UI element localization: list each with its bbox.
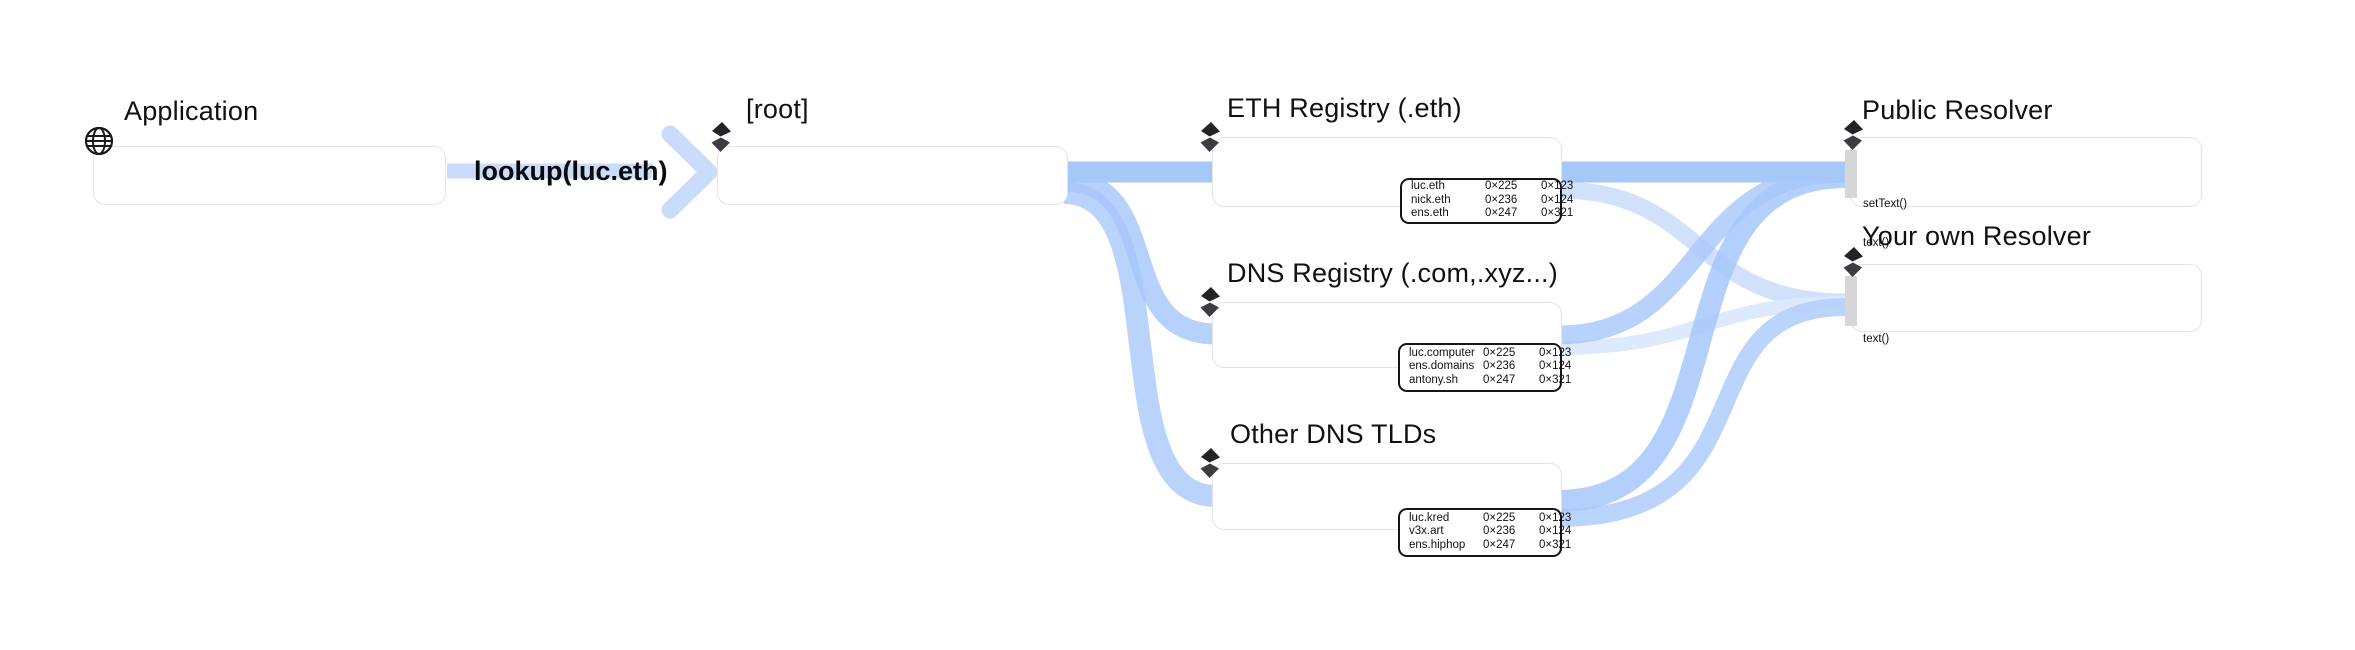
your-own-resolver-port xyxy=(1845,276,1857,326)
table-cell: 0×236 xyxy=(1483,360,1516,373)
lookup-edge-label: lookup(luc.eth) xyxy=(474,156,668,186)
application-node[interactable] xyxy=(93,146,446,205)
ens-logo-icon xyxy=(1843,120,1863,150)
table-cell: 0×247 xyxy=(1485,207,1518,220)
application-node-title: Application xyxy=(124,96,259,126)
table-cell: 0×236 xyxy=(1483,525,1516,538)
ens-logo-icon xyxy=(1843,247,1863,277)
table-cell: 0×123 xyxy=(1539,511,1572,524)
table-cell: 0×247 xyxy=(1483,373,1516,386)
table-cell: 0×124 xyxy=(1539,360,1572,373)
table-cell: 0×123 xyxy=(1541,180,1574,193)
flow-edge-root-dns xyxy=(1063,170,1217,345)
flow-edge-root-other xyxy=(1063,182,1217,507)
table-cell: ens.eth xyxy=(1411,207,1449,220)
public-resolver-methods: setText() text() xyxy=(1863,172,1907,276)
other-tlds-records-table: luc.kred 0×225 0×123 v3x.art 0×236 0×124 ens.h… xyxy=(1398,508,1571,557)
table-cell: 0×225 xyxy=(1483,511,1516,524)
table-cell: 0×321 xyxy=(1539,538,1572,551)
table-cell: luc.computer xyxy=(1409,346,1475,359)
ens-logo-icon xyxy=(1200,287,1220,317)
table-cell: luc.eth xyxy=(1411,180,1445,193)
ens-logo-icon xyxy=(1200,448,1220,478)
table-cell: 0×225 xyxy=(1483,346,1516,359)
method-label: text() xyxy=(1863,237,1890,249)
your-own-resolver-methods: text() xyxy=(1863,307,1889,372)
table-cell: nick.eth xyxy=(1411,193,1451,206)
eth-registry-node-title: ETH Registry (.eth) xyxy=(1227,93,1462,123)
public-resolver-port xyxy=(1845,150,1857,198)
root-node-title: [root] xyxy=(746,94,809,124)
table-cell: luc.kred xyxy=(1409,511,1450,524)
globe-icon xyxy=(84,126,114,156)
your-own-resolver-node[interactable] xyxy=(1850,264,2202,332)
dns-registry-node-title: DNS Registry (.com,.xyz...) xyxy=(1227,258,1558,288)
table-cell: antony.sh xyxy=(1409,373,1459,386)
method-label: setText() xyxy=(1863,198,1908,210)
flow-edge-other-own xyxy=(1557,298,1847,527)
table-cell: 0×124 xyxy=(1539,525,1572,538)
table-cell: v3x.art xyxy=(1409,525,1444,538)
table-cell: 0×124 xyxy=(1541,193,1574,206)
table-cell: 0×321 xyxy=(1539,373,1572,386)
eth-registry-records-table: luc.eth 0×225 0×123 nick.eth 0×236 0×124 ens.e… xyxy=(1400,178,1573,224)
table-cell: 0×123 xyxy=(1539,346,1572,359)
method-label: text() xyxy=(1863,333,1890,345)
ens-logo-icon xyxy=(1200,122,1220,152)
other-tlds-node-title: Other DNS TLDs xyxy=(1230,419,1437,449)
ens-logo-icon xyxy=(711,122,731,152)
your-own-resolver-node-title: Your own Resolver xyxy=(1862,221,2092,251)
root-node[interactable] xyxy=(717,146,1068,205)
table-cell: 0×247 xyxy=(1483,538,1516,551)
table-cell: 0×321 xyxy=(1541,207,1574,220)
public-resolver-node[interactable] xyxy=(1850,137,2202,207)
table-cell: ens.domains xyxy=(1409,360,1475,373)
table-cell: 0×225 xyxy=(1485,180,1518,193)
arrowhead-icon-app-root xyxy=(661,125,718,219)
public-resolver-node-title: Public Resolver xyxy=(1862,95,2053,125)
table-cell: ens.hiphop xyxy=(1409,538,1466,551)
flow-edge-other-public xyxy=(1557,166,1847,512)
table-cell: 0×236 xyxy=(1485,193,1518,206)
